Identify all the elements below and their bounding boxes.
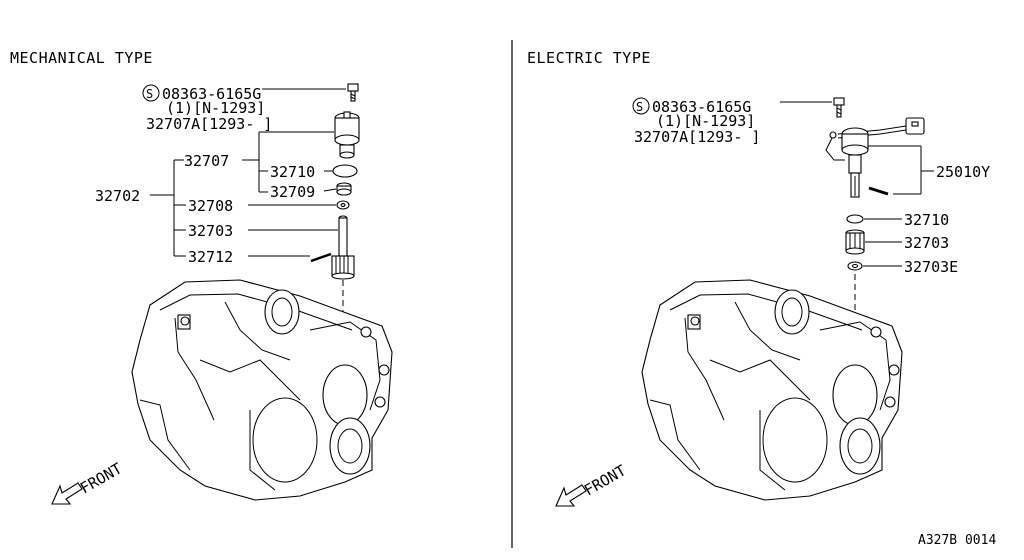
mechanical-title: MECHANICAL TYPE — [10, 49, 153, 67]
electric-part-label-32703E: 32703E — [904, 258, 958, 276]
figure-code: A327B 0014 — [918, 533, 996, 548]
pin-icon — [310, 252, 332, 263]
part-label-32703: 32703 — [188, 222, 233, 240]
electric-s-symbol: S — [632, 97, 650, 115]
electric-part-label-32710: 32710 — [904, 211, 949, 229]
front-label-left: FRONT — [77, 459, 125, 497]
svg-text:S: S — [636, 100, 643, 114]
electric-front-arrow-icon — [555, 484, 587, 507]
part-label-32708: 32708 — [188, 197, 233, 215]
part-label-32712: 32712 — [188, 248, 233, 266]
part-label-32709: 32709 — [270, 183, 315, 201]
seal-icon — [336, 182, 352, 196]
electric-title: ELECTRIC TYPE — [527, 49, 651, 67]
electric-screw-icon — [833, 97, 845, 118]
electric-screw-qty: (1)[N-1293] — [656, 112, 755, 130]
part-label-32710: 32710 — [270, 163, 315, 181]
electric-screw-code: 08363-6165G — [652, 98, 751, 116]
front-label-right: FRONT — [581, 461, 629, 499]
front-arrow-icon — [51, 482, 83, 505]
electric-transmission-housing-illustration — [641, 279, 903, 501]
washer-icon — [336, 200, 350, 210]
electric-part-label-32703: 32703 — [904, 234, 949, 252]
transmission-housing-illustration — [131, 279, 393, 501]
sensor-pin-icon — [868, 186, 889, 196]
speed-sensor-icon — [825, 117, 925, 198]
speedometer-housing-icon — [334, 111, 360, 159]
svg-text:S: S — [146, 87, 153, 101]
mechanical-screw-icon — [347, 83, 359, 102]
part-label-32707: 32707 — [184, 152, 229, 170]
pinion-gear-icon — [331, 215, 355, 280]
electric-o-ring-icon — [846, 214, 864, 224]
mechanical-screw-code: 08363-6165G — [162, 85, 261, 103]
o-ring-icon — [332, 164, 358, 178]
mechanical-screw-qty: (1)[N-1293] — [166, 99, 265, 117]
electric-washer-icon — [847, 261, 863, 271]
electric-pinion-gear-icon — [845, 229, 865, 255]
part-label-32702: 32702 — [95, 187, 140, 205]
electric-screw-alt: 32707A[1293- ] — [634, 128, 760, 146]
part-label-25010Y: 25010Y — [936, 163, 990, 181]
mechanical-screw-alt: 32707A[1293- ] — [146, 115, 272, 133]
mechanical-s-symbol: S — [142, 84, 160, 102]
